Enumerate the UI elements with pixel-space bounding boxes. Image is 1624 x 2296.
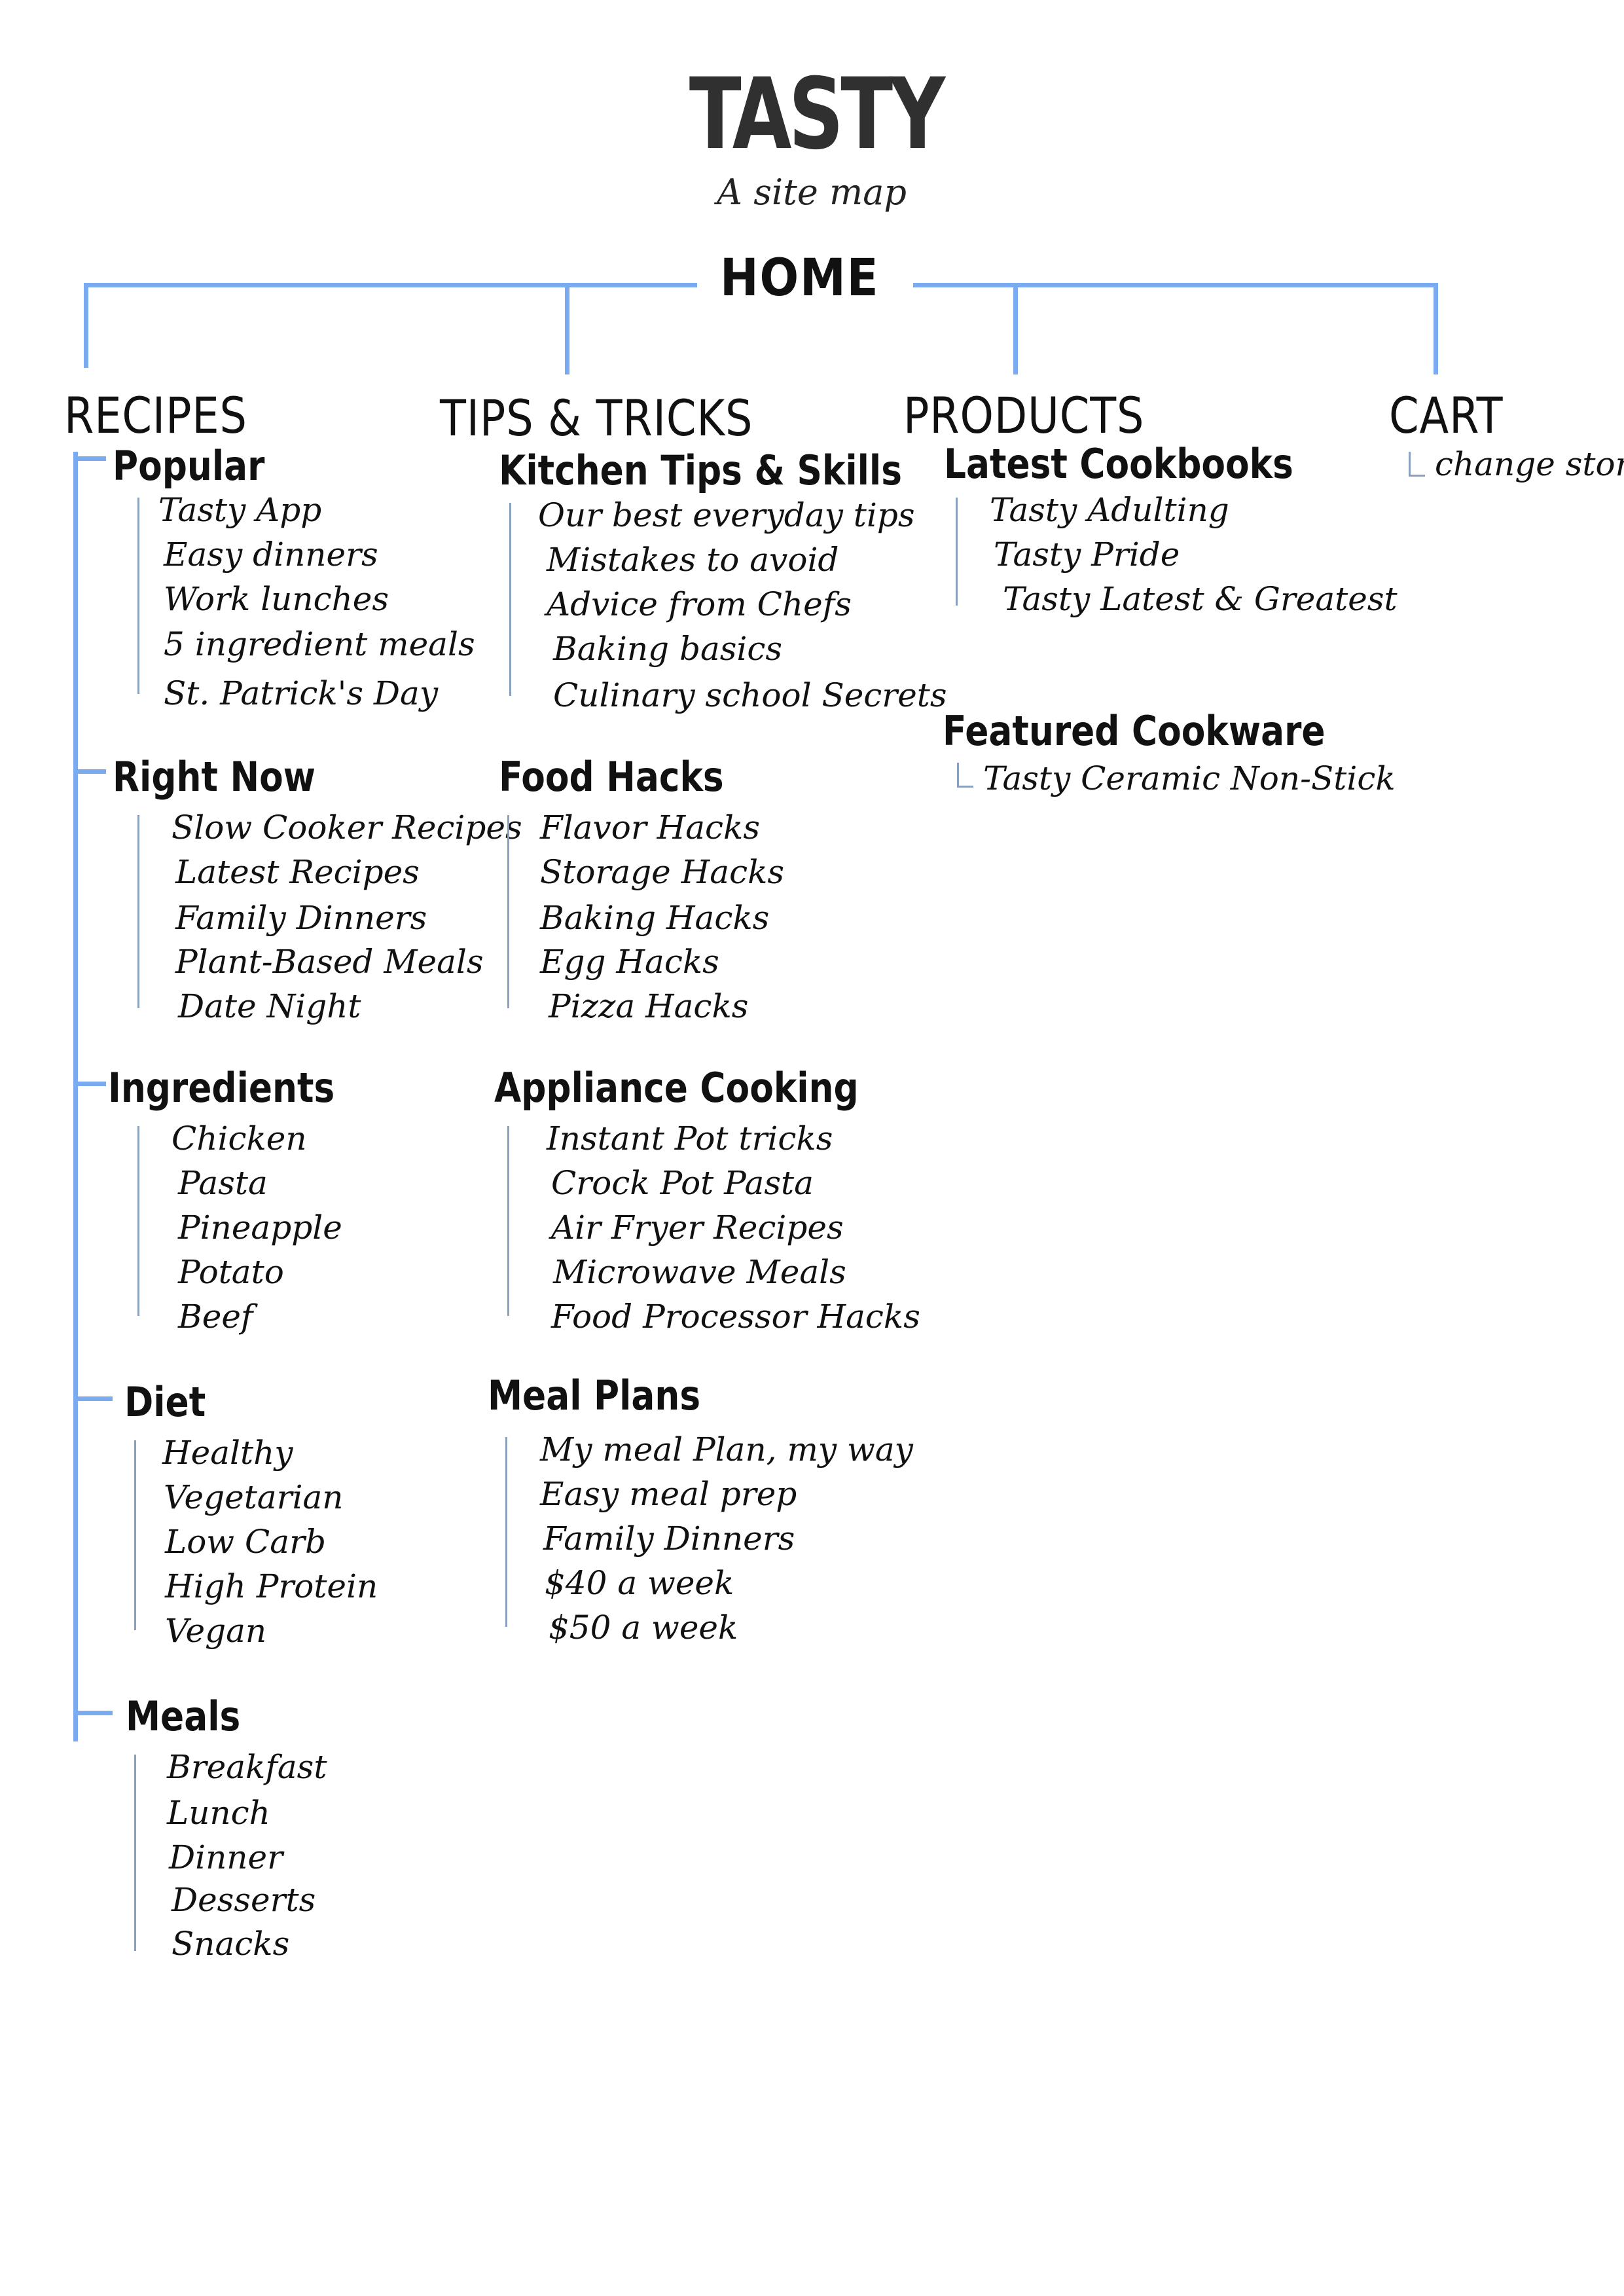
list-item: Low Carb [165, 1523, 326, 1561]
list-item: Family Dinners [175, 899, 427, 937]
list-item: St. Patrick's Day [164, 674, 439, 712]
list-item: Flavor Hacks [540, 809, 761, 847]
recipes-branch-popular [73, 456, 106, 461]
tips-tricks-heading: TIPS & TRICKS [440, 389, 753, 447]
recipes-branch-diet [73, 1396, 113, 1401]
list-item: Potato [178, 1253, 284, 1291]
home-node: HOME [720, 249, 880, 308]
list-item: Pasta [178, 1164, 268, 1202]
list-item: Beef [178, 1298, 253, 1336]
list-item: Tasty Ceramic Non-Stick [983, 759, 1396, 797]
top-connector-right [913, 283, 1437, 287]
recipes-branch-meals [73, 1711, 113, 1715]
list-item: Egg Hacks [540, 943, 719, 981]
products-section-cookware: Featured Cookware [943, 707, 1326, 755]
cart-heading: CART [1389, 386, 1504, 445]
recipes-section-right-now: Right Now [113, 753, 316, 801]
tips-section-appliance: Appliance Cooking [494, 1064, 859, 1112]
list-item: change store [1435, 445, 1624, 483]
list-item: Slow Cooker Recipes [171, 809, 522, 847]
tick [507, 815, 522, 1008]
tasty-logo: TASTY [689, 58, 945, 172]
tick [134, 1440, 149, 1630]
list-item: Air Fryer Recipes [551, 1209, 844, 1247]
list-item: Storage Hacks [540, 853, 785, 891]
tips-section-kitchen: Kitchen Tips & Skills [499, 446, 902, 494]
tick [1409, 452, 1425, 477]
list-item: High Protein [165, 1567, 378, 1605]
list-item: Chicken [171, 1120, 307, 1157]
recipes-spine [73, 452, 78, 1741]
list-item: Tasty App [158, 491, 322, 529]
list-item: Tasty Latest & Greatest [1003, 580, 1398, 618]
list-item: Advice from Chefs [547, 585, 852, 623]
list-item: Mistakes to avoid [547, 541, 839, 579]
tick [134, 1755, 149, 1951]
list-item: Vegan [165, 1612, 267, 1650]
cart-drop-line [1434, 283, 1438, 374]
list-item: Tasty Pride [994, 536, 1180, 574]
tick [505, 1437, 520, 1627]
site-map-subtitle: A site map [717, 172, 907, 213]
list-item: $40 a week [545, 1564, 734, 1602]
recipes-drop-line [84, 283, 88, 368]
products-section-cookbooks: Latest Cookbooks [944, 440, 1293, 488]
list-item: Baking basics [553, 630, 783, 668]
tick [509, 503, 524, 696]
list-item: $50 a week [549, 1609, 738, 1647]
list-item: Lunch [167, 1794, 270, 1832]
list-item: Crock Pot Pasta [551, 1164, 814, 1202]
list-item: Snacks [171, 1925, 290, 1963]
list-item: Work lunches [164, 580, 389, 618]
list-item: Pizza Hacks [549, 987, 749, 1025]
products-drop-line [1013, 283, 1018, 374]
recipes-section-diet: Diet [124, 1378, 206, 1426]
list-item: Instant Pot tricks [547, 1120, 833, 1157]
list-item: Dinner [169, 1838, 283, 1876]
list-item: Easy dinners [164, 536, 378, 574]
list-item: My meal Plan, my way [540, 1430, 913, 1468]
tips-section-food-hacks: Food Hacks [499, 753, 724, 801]
list-item: Food Processor Hacks [551, 1298, 920, 1336]
recipes-branch-ingredients [73, 1082, 106, 1086]
tick [956, 498, 971, 606]
tips-drop-line [565, 283, 569, 374]
list-item: Our best everyday tips [538, 496, 915, 534]
products-heading: PRODUCTS [903, 386, 1145, 445]
list-item: Family Dinners [543, 1520, 795, 1558]
list-item: Tasty Adulting [990, 491, 1229, 529]
tick [137, 815, 153, 1008]
list-item: Healthy [162, 1434, 293, 1472]
list-item: Pineapple [178, 1209, 342, 1247]
list-item: Breakfast [167, 1748, 327, 1786]
list-item: Date Night [178, 987, 361, 1025]
list-item: Microwave Meals [553, 1253, 846, 1291]
tick [137, 1126, 153, 1316]
list-item: Culinary school Secrets [553, 676, 947, 714]
list-item: Baking Hacks [540, 899, 770, 937]
top-connector-left [85, 283, 697, 287]
list-item: Plant-Based Meals [175, 943, 484, 981]
tips-section-meal-plans: Meal Plans [488, 1372, 701, 1419]
tick [507, 1126, 522, 1316]
recipes-heading: RECIPES [64, 386, 247, 445]
tick [137, 498, 153, 694]
list-item: 5 ingredient meals [164, 625, 475, 663]
list-item: Latest Recipes [175, 853, 420, 891]
tick [957, 763, 973, 788]
recipes-section-ingredients: Ingredients [108, 1064, 335, 1112]
list-item: Desserts [171, 1881, 316, 1919]
recipes-section-popular: Popular [113, 442, 265, 490]
list-item: Easy meal prep [540, 1475, 797, 1513]
recipes-branch-right-now [73, 769, 106, 774]
recipes-section-meals: Meals [126, 1692, 241, 1740]
list-item: Vegetarian [164, 1478, 344, 1516]
